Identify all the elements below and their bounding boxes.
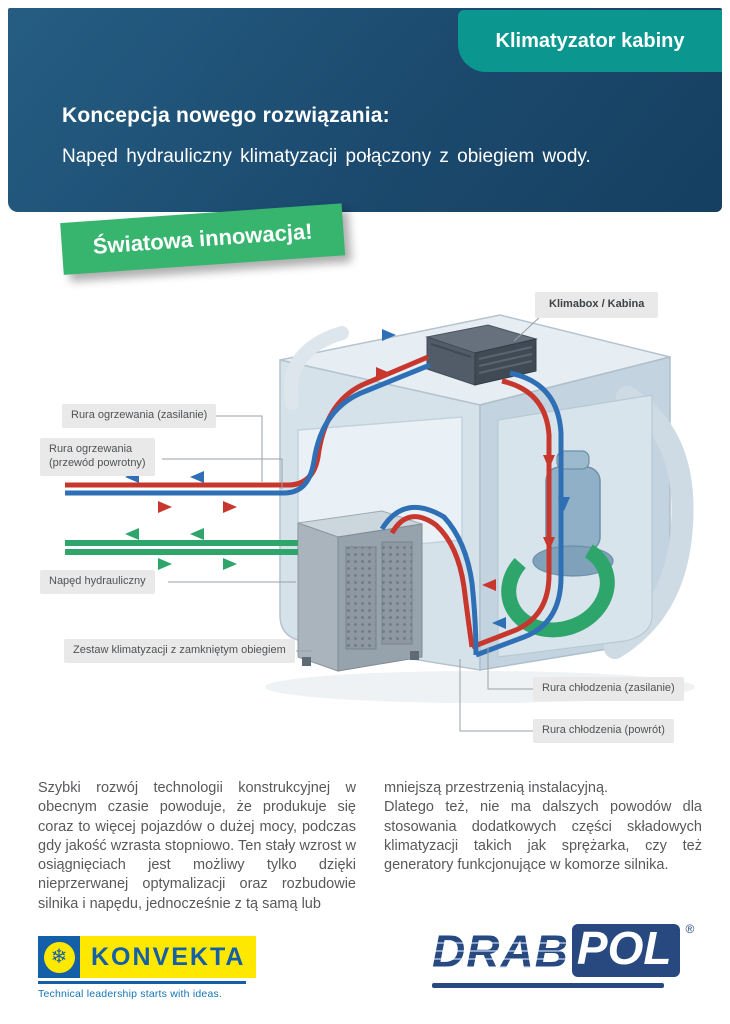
- label-hydraulic-drive-text: Napęd hydrauliczny: [49, 575, 146, 587]
- heating-pipes: [65, 354, 431, 496]
- drabpol-underline: [432, 983, 664, 988]
- konvekta-icon-box: ❄: [38, 936, 80, 978]
- label-ac-set-text: Zestaw klimatyzacji z zamkniętym obiegie…: [73, 644, 286, 656]
- page-subtitle: Napęd hydrauliczny klimatyzacji połączon…: [62, 146, 591, 167]
- snowflake-icon: ❄: [50, 946, 68, 968]
- drabpol-wordmark-drab: DRAB: [432, 924, 569, 977]
- label-klimabox-text: Klimabox / Kabina: [549, 298, 645, 310]
- registered-trademark-icon: ®: [685, 922, 695, 936]
- konvekta-wordmark: KONVEKTA: [80, 936, 257, 978]
- label-cooling-return: Rura chłodzenia (powrót): [533, 719, 674, 743]
- konvekta-tagline: Technical leadership starts with ideas.: [38, 988, 223, 1000]
- cabin-airconditioning-diagram: [65, 314, 695, 732]
- hydraulic-pipes: [65, 540, 298, 555]
- label-cooling-supply-text: Rura chłodzenia (zasilanie): [542, 682, 675, 694]
- drabpol-logo: DRAB POL ®: [432, 922, 694, 988]
- label-connectors: [162, 314, 543, 732]
- konvekta-divider: [38, 981, 246, 984]
- body-paragraph: Szybki rozwój technologii konstrukcyjnej…: [38, 780, 356, 912]
- flow-arrows: [125, 329, 570, 629]
- product-badge-label: Klimatyzator kabiny: [495, 29, 685, 52]
- condenser-unit: [297, 510, 423, 672]
- innovation-ribbon-label: Światowa innowacja!: [91, 218, 314, 259]
- drabpol-wordmark-pol: POL: [571, 924, 681, 977]
- label-hydraulic-drive: Napęd hydrauliczny: [40, 570, 155, 594]
- label-cooling-supply: Rura chłodzenia (zasilanie): [533, 677, 684, 701]
- cooling-pipes: [379, 370, 564, 658]
- label-heating-return-line2: (przewód powrotny): [49, 456, 146, 469]
- innovation-ribbon: Światowa innowacja!: [60, 203, 346, 275]
- label-heating-return-line1: Rura ogrzewania: [49, 443, 133, 455]
- body-paragraph: mniejszą przestrzenią instalacyjną.: [384, 780, 609, 796]
- body-paragraph: Dlatego też, nie ma dalszych powodów dla…: [384, 799, 702, 874]
- label-heating-supply-text: Rura ogrzewania (zasilanie): [71, 409, 208, 421]
- page-title: Koncepcja nowego rozwiązania:: [62, 104, 390, 127]
- header-banner: Klimatyzator kabiny Koncepcja nowego roz…: [8, 8, 722, 212]
- konvekta-logo-row: ❄ KONVEKTA: [38, 936, 257, 978]
- konvekta-icon-circle: ❄: [43, 941, 75, 973]
- label-heating-supply: Rura ogrzewania (zasilanie): [62, 404, 217, 428]
- product-badge: Klimatyzator kabiny: [458, 10, 722, 72]
- body-text-left-column: Szybki rozwój technologii konstrukcyjnej…: [38, 779, 356, 914]
- drabpol-logo-row: DRAB POL ®: [432, 922, 694, 977]
- green-air-duct: [501, 536, 615, 638]
- label-heating-return: Rura ogrzewania (przewód powrotny): [40, 438, 155, 476]
- label-klimabox: Klimabox / Kabina: [535, 292, 659, 318]
- konvekta-logo: ❄ KONVEKTA Technical leadership starts w…: [38, 936, 257, 1000]
- body-text-right-column: mniejszą przestrzenią instalacyjną. Dlat…: [384, 779, 702, 875]
- label-ac-set: Zestaw klimatyzacji z zamkniętym obiegie…: [64, 639, 295, 663]
- label-cooling-return-text: Rura chłodzenia (powrót): [542, 724, 665, 736]
